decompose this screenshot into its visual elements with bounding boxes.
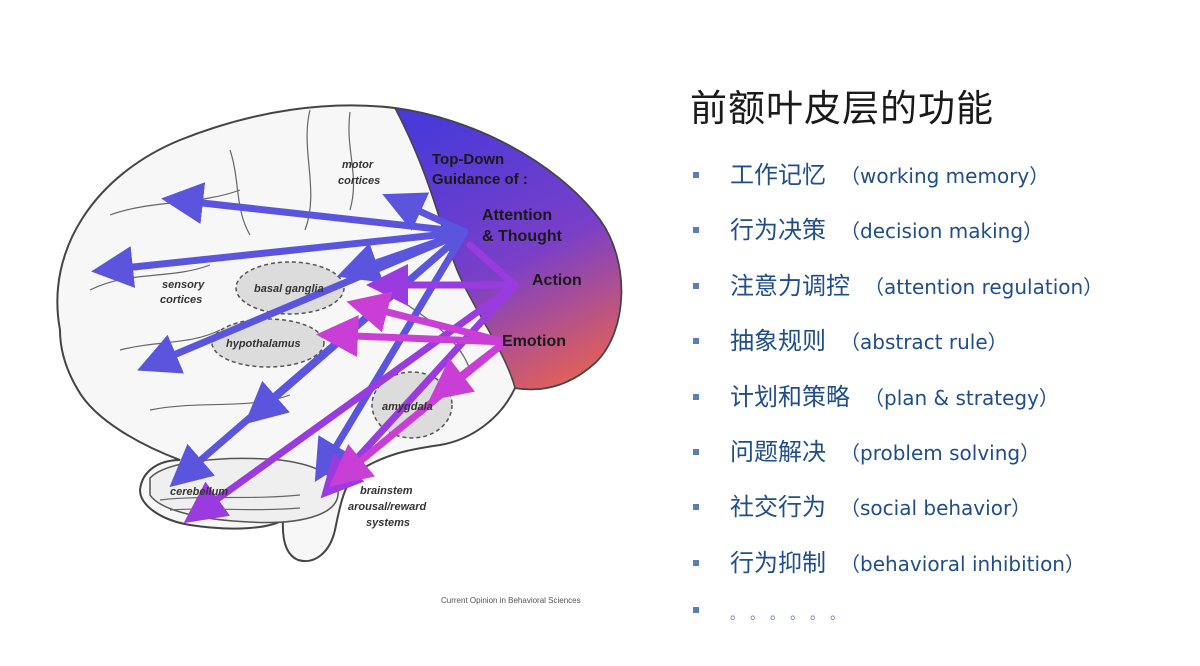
item-zh: 注意力调控 — [730, 271, 850, 300]
label-motor-cortices: cortices — [338, 175, 380, 187]
action-arrow-to-cerebellum — [183, 281, 519, 524]
function-panel: 前额叶皮层的功能 工作记忆 （working memory） 行为决策 （decis… — [688, 78, 1188, 625]
ellipsis-text: 。。。。。。 — [730, 607, 857, 624]
label-basal-ganglia: basal ganglia — [254, 283, 324, 295]
item-zh: 计划和策略 — [730, 382, 850, 411]
label-attention: Attention — [482, 207, 552, 224]
figure-source: Current Opinion in Behavioral Sciences — [441, 596, 581, 605]
item-zh: 工作记忆 — [730, 161, 826, 189]
list-item: 行为抑制 （behavioral inhibition） — [688, 548, 1188, 603]
bullet-icon — [693, 448, 699, 455]
emotion-arrow-to-hypothalamus — [316, 315, 509, 358]
label-action: Action — [532, 272, 582, 289]
bullet-icon — [693, 393, 699, 400]
list-item: 社交行为 （social behavior） — [688, 492, 1188, 547]
arrow-to-occipital — [137, 228, 469, 374]
bullet-icon — [693, 282, 699, 289]
label-top-down: Top-Down — [432, 151, 504, 168]
label-systems: systems — [366, 517, 410, 529]
item-en: （social behavior） — [840, 496, 1032, 521]
emotion-arrows — [316, 291, 509, 487]
item-en: （decision making） — [840, 219, 1044, 244]
list-item: 抽象规则 （abstract rule） — [688, 326, 1188, 381]
item-zh: 行为抑制 — [730, 548, 826, 577]
arrow-to-brainstem — [314, 228, 469, 483]
item-en: （problem solving） — [840, 440, 1041, 465]
label-sensory-cortices: cortices — [160, 294, 202, 306]
list-item: 注意力调控 （attention regulation） — [688, 271, 1188, 326]
item-en: （behavioral inhibition） — [840, 551, 1085, 576]
label-guidance-of: Guidance of : — [432, 171, 528, 188]
list-item: 问题解决 （problem solving） — [688, 437, 1188, 492]
bullet-icon — [693, 172, 699, 178]
item-zh: 问题解决 — [730, 437, 826, 466]
emotion-arrow-to-brainstem — [329, 338, 509, 487]
arrow-to-sensory-cortices — [91, 228, 469, 288]
bullet-icon — [693, 227, 699, 234]
label-cerebellum: cerebellum — [170, 486, 228, 498]
item-en: （attention regulation） — [864, 274, 1104, 299]
bullet-icon — [693, 338, 699, 345]
label-thought: & Thought — [482, 228, 563, 245]
basal-ganglia-region — [235, 261, 345, 315]
label-amygdala: amygdala — [382, 401, 433, 413]
label-brainstem: brainstem — [360, 485, 413, 497]
brain-diagram: Top-Down Guidance of : Attention & Thoug… — [56, 104, 623, 605]
item-en: （plan & strategy） — [864, 385, 1059, 410]
label-hypothalamus: hypothalamus — [226, 338, 301, 350]
item-zh: 抽象规则 — [730, 327, 826, 356]
bullet-icon — [693, 607, 699, 614]
item-en: （abstract rule） — [840, 330, 1008, 355]
action-arrow-to-attention — [466, 241, 519, 289]
list-item: 行为决策 （decision making） — [688, 215, 1188, 270]
item-en: （working memory） — [840, 164, 1050, 188]
brain-diagram-svg: Top-Down Guidance of : Attention & Thoug… — [56, 104, 623, 605]
item-zh: 行为决策 — [730, 216, 826, 245]
bullet-icon — [693, 559, 699, 566]
label-arousal-reward: arousal/reward — [348, 501, 427, 513]
emotion-arrow-to-basal-ganglia — [346, 291, 509, 346]
slide-title: 前额叶皮层的功能 — [690, 87, 994, 130]
label-motor: motor — [342, 159, 374, 171]
arrow-to-motor-cortices — [382, 192, 469, 236]
list-item: 计划和策略 （plan & strategy） — [688, 382, 1188, 437]
bullet-icon — [693, 504, 699, 511]
label-emotion: Emotion — [502, 333, 566, 350]
label-sensory: sensory — [162, 279, 205, 291]
list-item-ellipsis: 。。。。。。 — [688, 595, 1188, 625]
function-list: 工作记忆 （working memory） 行为决策 （decision makin… — [688, 160, 1188, 603]
arrow-to-frontal-sensory — [161, 182, 469, 236]
item-zh: 社交行为 — [730, 493, 826, 522]
list-item: 工作记忆 （working memory） — [688, 160, 1188, 215]
